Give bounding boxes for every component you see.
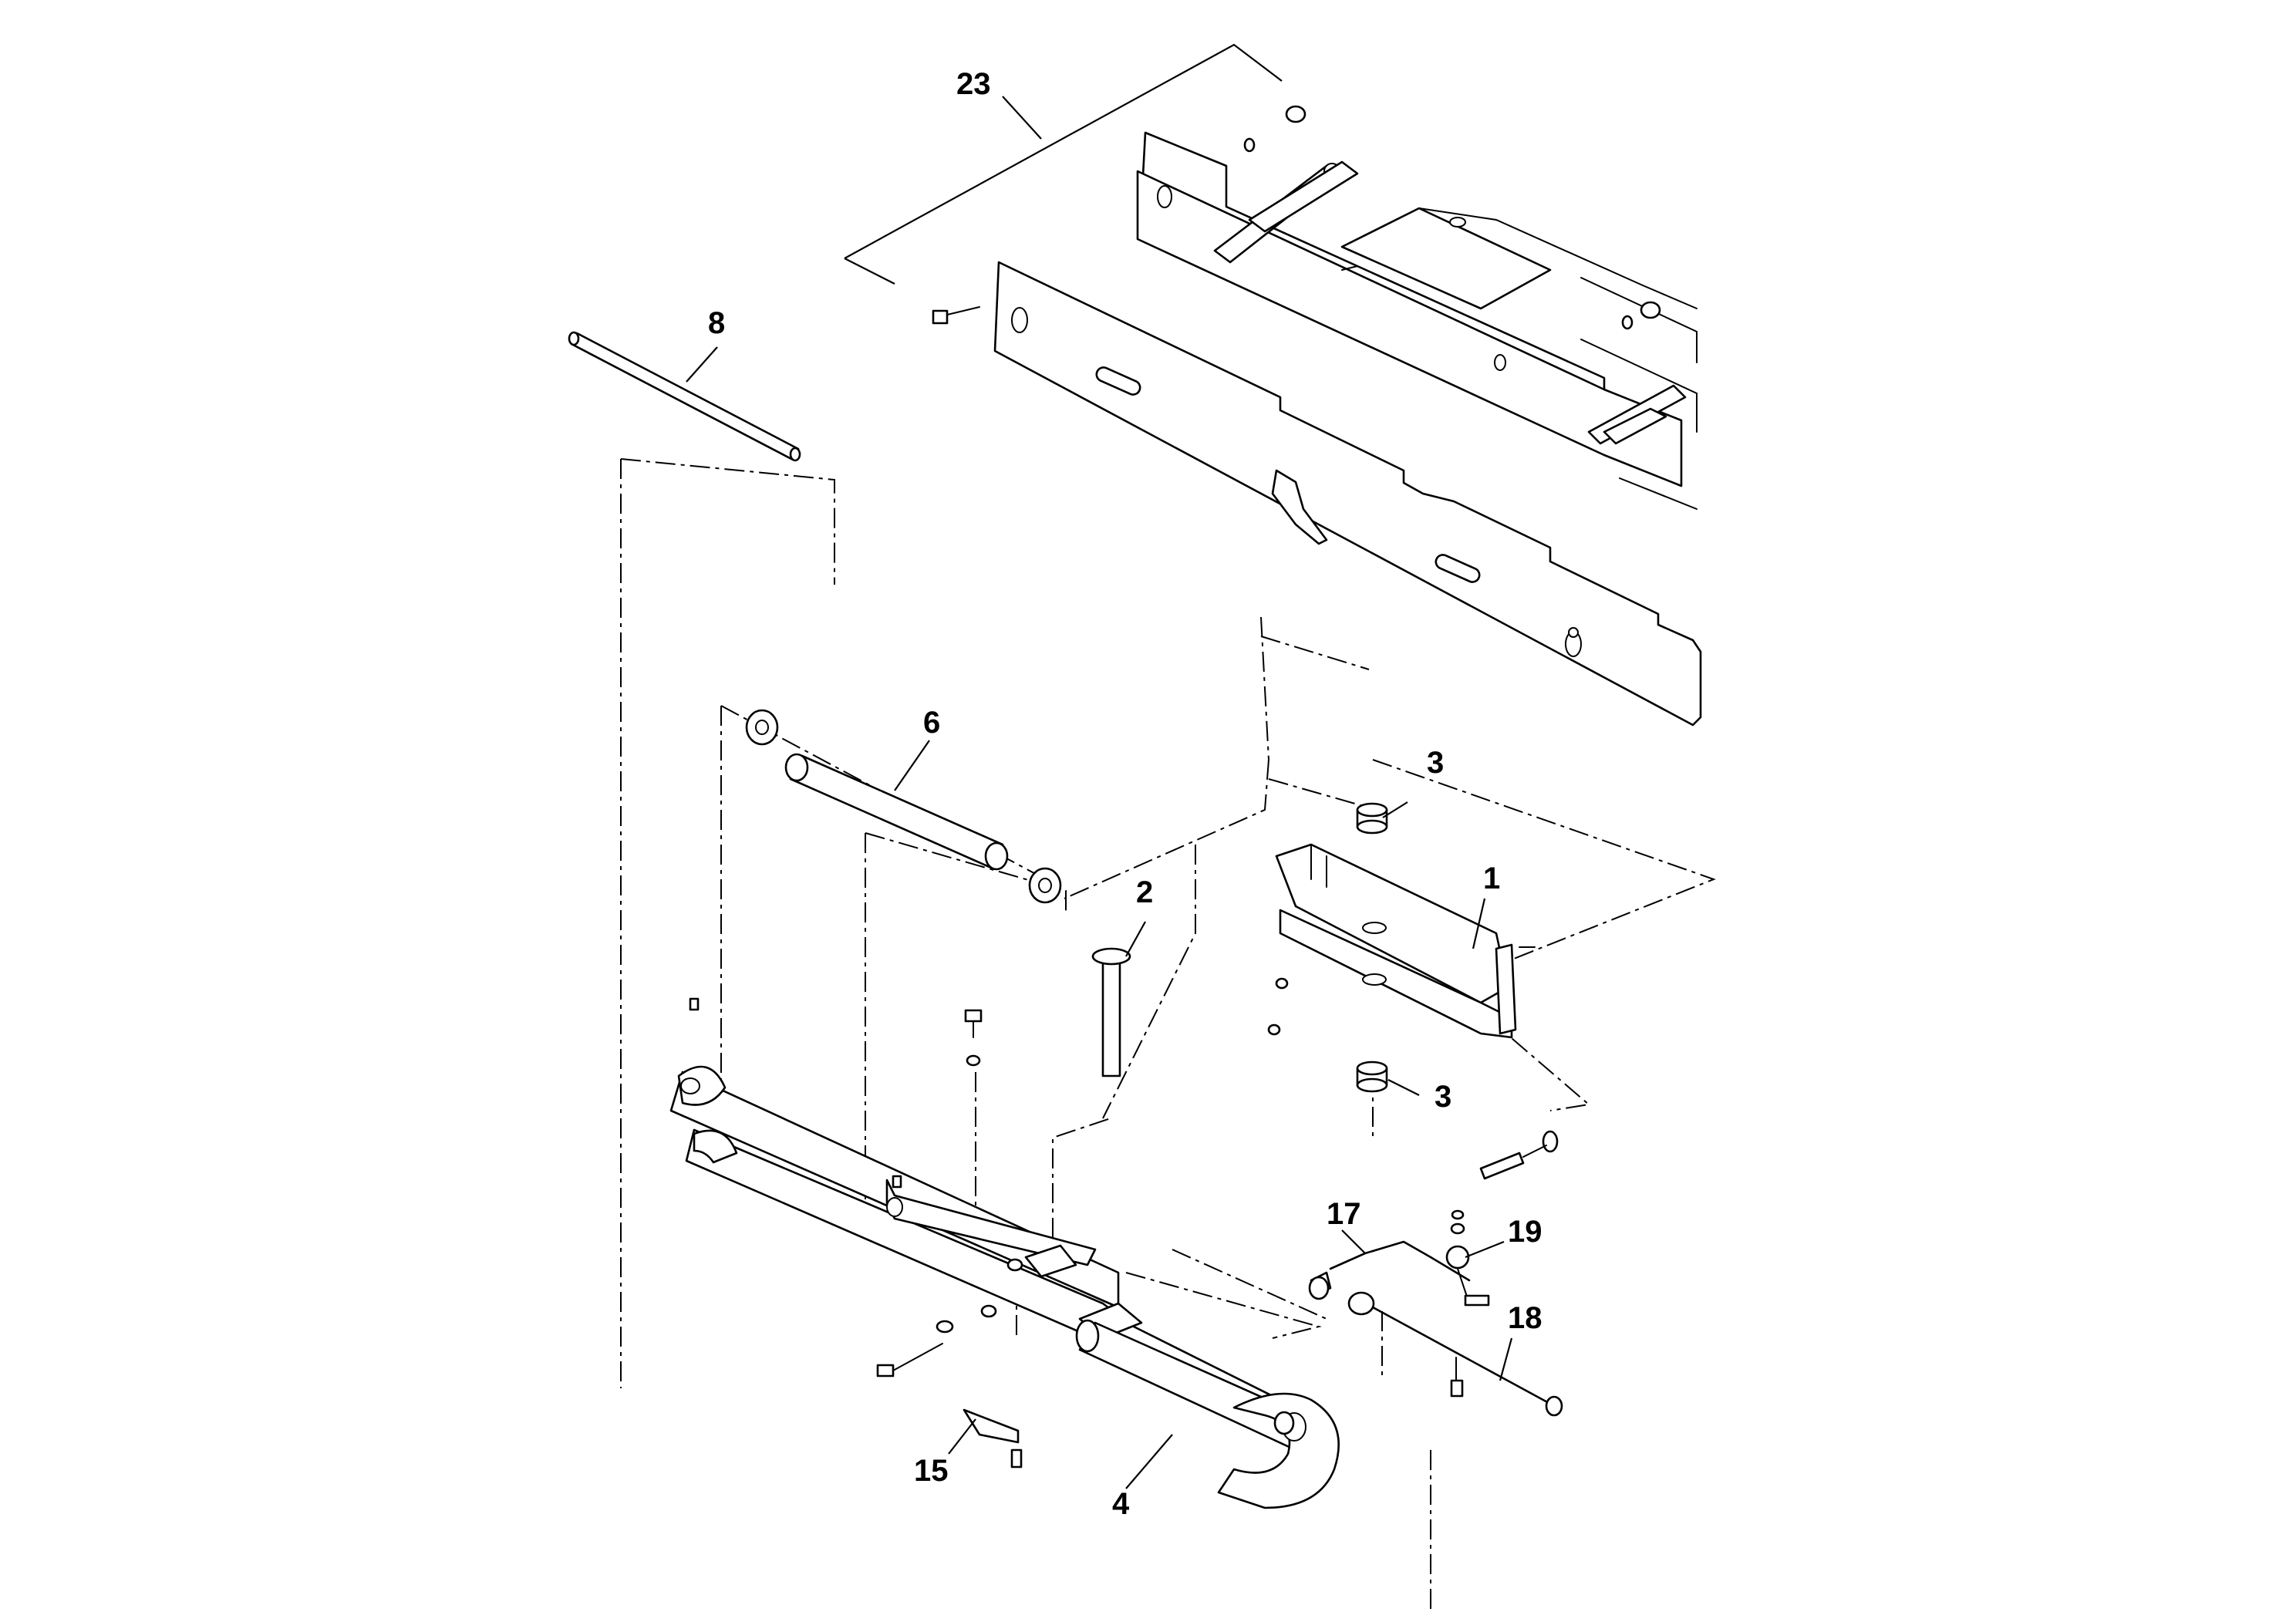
rod-8 — [568, 331, 801, 462]
fitting-19 — [1445, 1209, 1490, 1398]
callout-15: 15 — [914, 1454, 949, 1488]
callout-1: 1 — [1483, 862, 1500, 895]
callout-2: 2 — [1136, 875, 1153, 909]
frame-tubes — [1213, 160, 1687, 445]
callout-3-upper: 3 — [1427, 746, 1444, 780]
hose-17 — [1308, 1240, 1471, 1300]
assembly-23-bracket — [844, 43, 1283, 285]
frame-rear-rail — [1136, 131, 1698, 510]
roller-6 — [745, 709, 1062, 904]
hose-18 — [1347, 1291, 1563, 1417]
callout-18: 18 — [1508, 1301, 1542, 1335]
callout-labels: 23 8 6 3 1 2 3 17 19 18 15 4 — [708, 67, 1542, 1521]
frame-side-plate — [993, 261, 1702, 727]
callout-3-lower: 3 — [1435, 1080, 1451, 1114]
frame-hardware — [932, 105, 1661, 330]
callout-17: 17 — [1327, 1197, 1361, 1231]
callout-6: 6 — [923, 706, 940, 740]
bushing-3-lower — [1356, 1061, 1388, 1093]
callout-leaders — [686, 96, 1513, 1489]
bracket-1 — [1267, 843, 1536, 1039]
pin-2 — [1091, 947, 1131, 1077]
callout-19: 19 — [1508, 1215, 1542, 1249]
bolt-pivot — [1479, 1130, 1559, 1180]
callout-23: 23 — [956, 67, 991, 101]
hardware-bolts — [689, 997, 1023, 1469]
callout-4: 4 — [1112, 1487, 1130, 1521]
callout-8: 8 — [708, 306, 725, 340]
bushing-3-upper — [1356, 802, 1388, 835]
cylinder-barrel — [1075, 1319, 1340, 1509]
assembly-guide-lines — [620, 458, 1716, 1612]
